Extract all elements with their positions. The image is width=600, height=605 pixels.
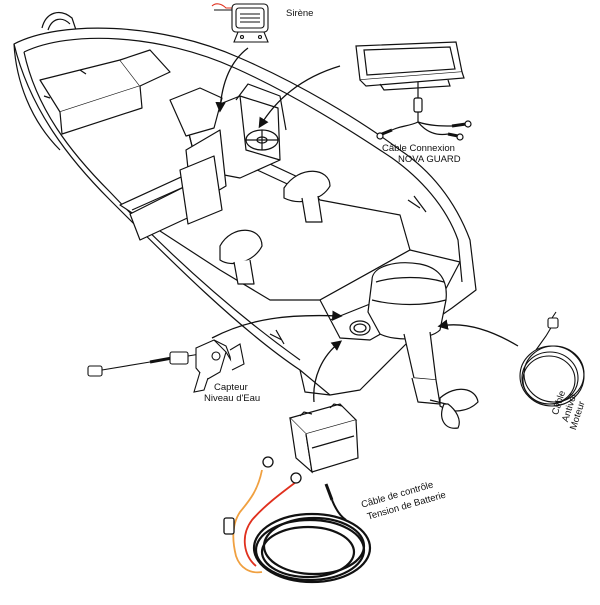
water-level-sensor-icon (87, 339, 245, 393)
label-nova-guard-line1: Câble Connexion (382, 143, 455, 154)
label-siren: Sirène (286, 8, 314, 19)
boat-illustration (13, 11, 479, 429)
arrow-water-sensor (211, 310, 343, 339)
arrow-nova-guard (258, 65, 341, 129)
battery-cable-icon (223, 456, 372, 584)
antitheft-cable-coil-icon (519, 311, 585, 407)
battery-icon (288, 403, 359, 474)
arrow-battery (313, 340, 343, 403)
label-water-sensor-line1: Capteur (214, 382, 248, 393)
nova-guard-device-icon (355, 41, 472, 141)
arrow-antitheft (437, 319, 519, 347)
pointer-arrows (211, 47, 519, 403)
label-nova-guard-line2: NOVA GUARD (398, 154, 461, 165)
label-water-sensor-line2: Niveau d'Eau (204, 393, 261, 404)
arrow-siren (215, 47, 249, 113)
siren-icon (211, 3, 269, 43)
